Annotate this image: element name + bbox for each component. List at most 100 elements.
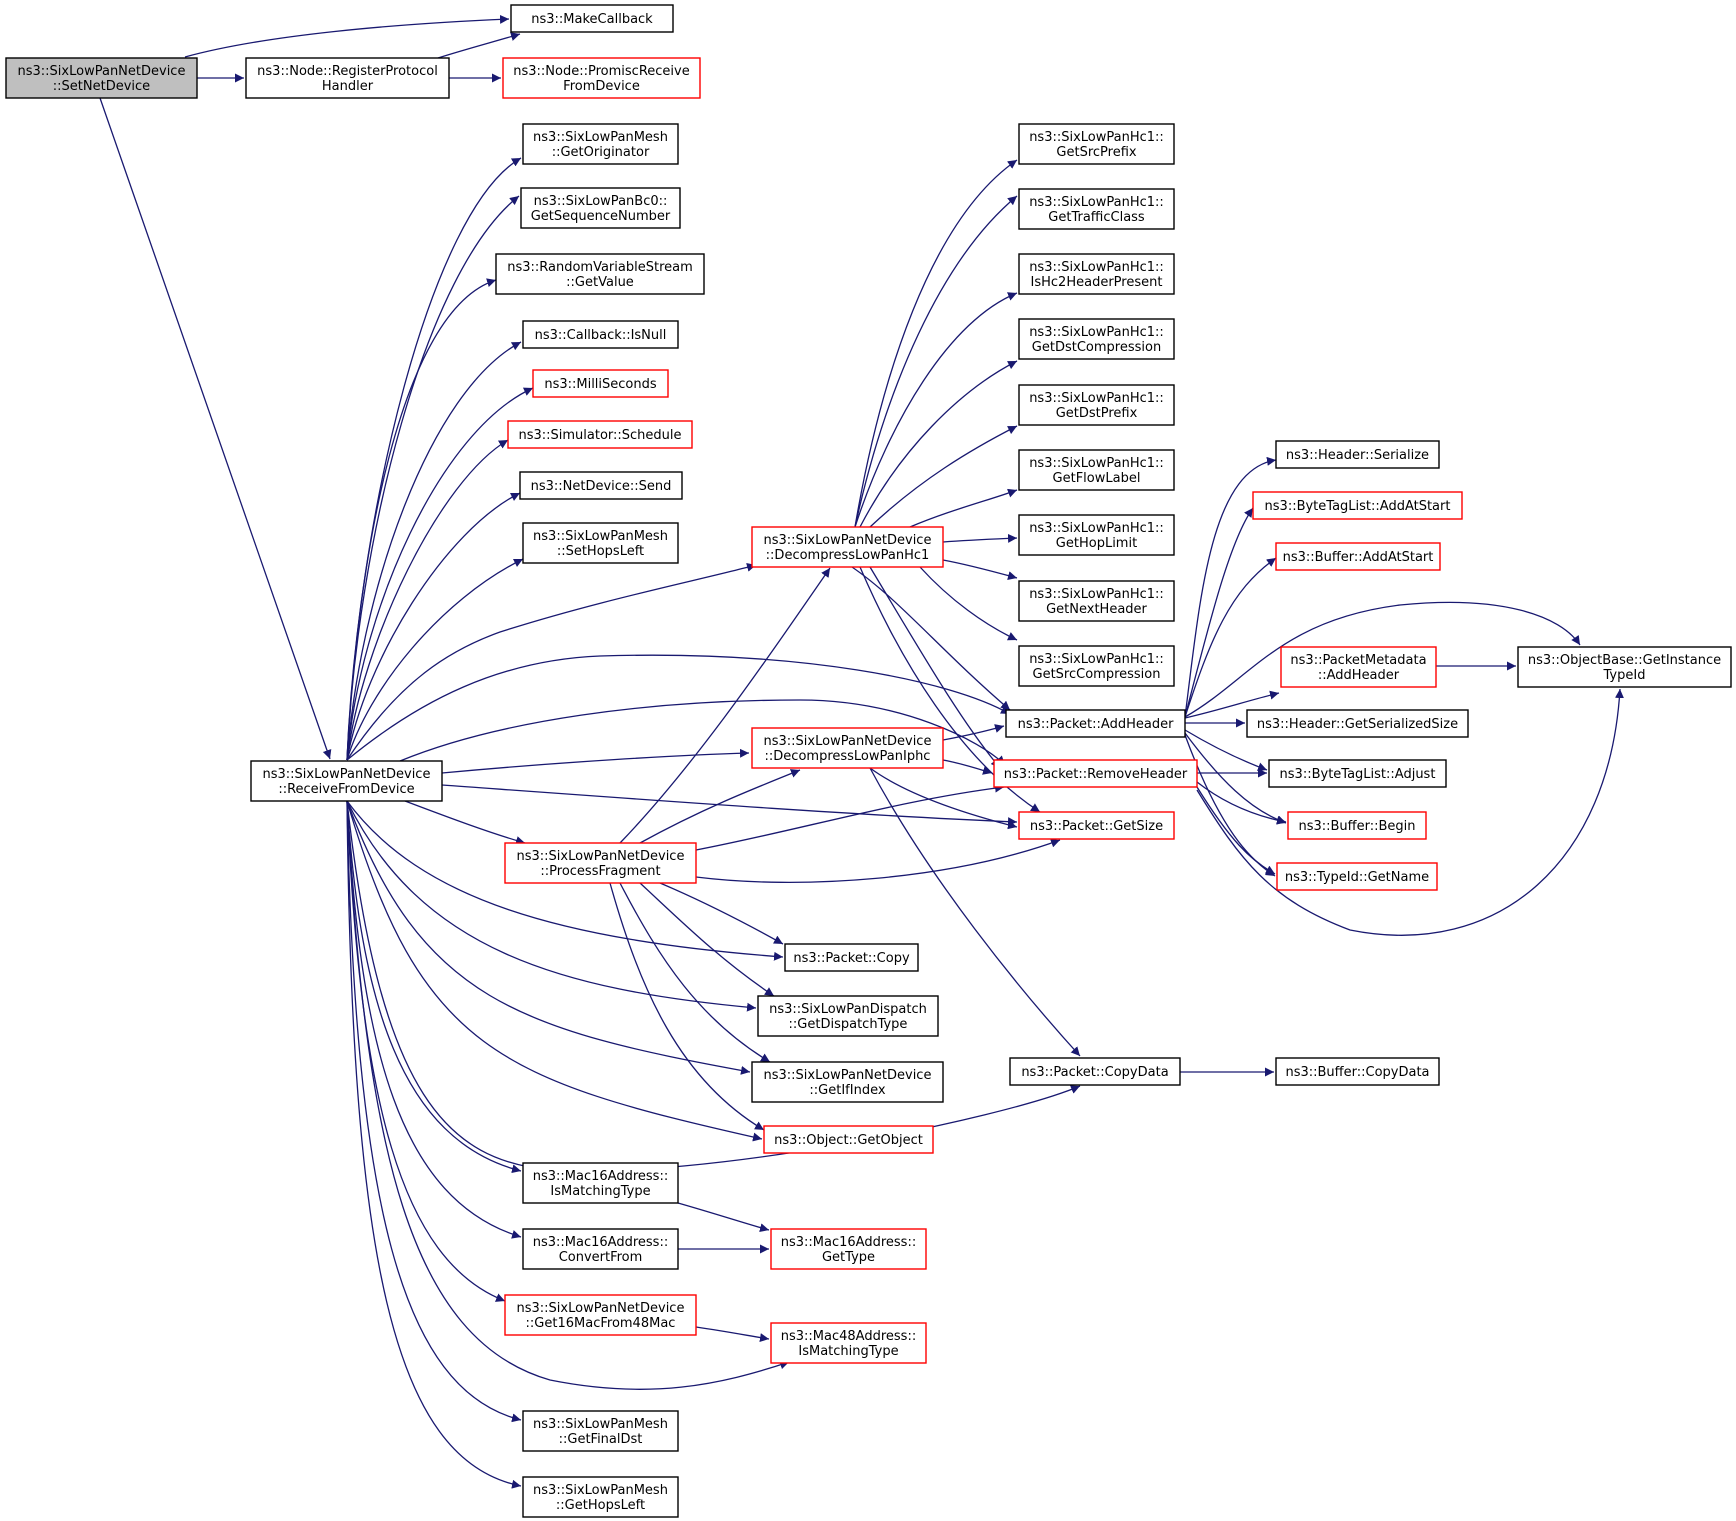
node-label: IsHc2HeaderPresent [1031, 275, 1163, 290]
node-bytetagaddatstart[interactable]: ns3::ByteTagList::AddAtStart [1252, 491, 1463, 520]
node-label: Handler [322, 79, 374, 94]
node-decompressiphc[interactable]: ns3::SixLowPanNetDevice::DecompressLowPa… [751, 727, 944, 769]
node-addheader[interactable]: ns3::Packet::AddHeader [1005, 709, 1186, 738]
node-gethopsleft[interactable]: ns3::SixLowPanMesh::GetHopsLeft [522, 1476, 679, 1518]
node-label: ns3::SixLowPanMesh [533, 130, 668, 145]
node-label: ns3::SixLowPanHc1:: [1029, 260, 1164, 275]
node-label: ::SetNetDevice [53, 79, 150, 94]
node-getsequencenumber[interactable]: ns3::SixLowPanBc0::GetSequenceNumber [520, 187, 681, 229]
call-edge [854, 292, 1018, 528]
node-getsrcprefix[interactable]: ns3::SixLowPanHc1::GetSrcPrefix [1018, 123, 1175, 165]
node-headerserialize[interactable]: ns3::Header::Serialize [1275, 440, 1440, 469]
node-metadataaddheader[interactable]: ns3::PacketMetadata::AddHeader [1280, 646, 1437, 688]
call-edge [695, 838, 1061, 883]
node-box [504, 1294, 697, 1336]
node-label: ns3::Mac16Address:: [533, 1235, 668, 1250]
node-send[interactable]: ns3::NetDevice::Send [519, 471, 683, 500]
node-getserializedsize[interactable]: ns3::Header::GetSerializedSize [1246, 709, 1469, 738]
call-edge [1184, 557, 1277, 718]
node-processfragment[interactable]: ns3::SixLowPanNetDevice::ProcessFragment [504, 842, 697, 884]
node-label: ::Get16MacFrom48Mac [526, 1316, 676, 1331]
node-box [1275, 440, 1440, 469]
node-setnetdevice[interactable]: ns3::SixLowPanNetDevice::SetNetDevice [5, 57, 198, 99]
node-label: ns3::Buffer::Begin [1298, 819, 1415, 834]
node-getflowlabel[interactable]: ns3::SixLowPanHc1::GetFlowLabel [1018, 449, 1175, 491]
node-removeheader[interactable]: ns3::Packet::RemoveHeader [993, 759, 1198, 788]
node-box [1018, 580, 1175, 622]
node-label: ::DecompressLowPanHc1 [766, 548, 930, 563]
node-label: IsMatchingType [550, 1184, 650, 1199]
node-bufferaddatstart[interactable]: ns3::Buffer::AddAtStart [1275, 542, 1441, 571]
node-label: ns3::SixLowPanBc0:: [534, 194, 668, 209]
node-label: ::GetDispatchType [789, 1017, 908, 1032]
node-label: ns3::SixLowPanNetDevice [764, 533, 932, 548]
node-box [1018, 384, 1175, 426]
node-m16gettype[interactable]: ns3::Mac16Address::GetType [770, 1228, 927, 1270]
node-makecallback[interactable]: ns3::MakeCallback [510, 4, 674, 33]
call-edge [99, 97, 332, 760]
node-gettrafficclass[interactable]: ns3::SixLowPanHc1::GetTrafficClass [1018, 188, 1175, 230]
call-edge [346, 800, 1081, 1172]
node-typeidgetname[interactable]: ns3::TypeId::GetName [1276, 862, 1438, 891]
node-getnextheader[interactable]: ns3::SixLowPanHc1::GetNextHeader [1018, 580, 1175, 622]
call-edge [184, 14, 510, 58]
node-bytetagadjust[interactable]: ns3::ByteTagList::Adjust [1268, 759, 1447, 788]
node-label: ns3::SixLowPanNetDevice [263, 767, 431, 782]
call-edge [346, 800, 522, 1423]
call-edge [859, 566, 1041, 813]
node-copydata[interactable]: ns3::Packet::CopyData [1009, 1057, 1181, 1086]
node-label: GetDstPrefix [1056, 406, 1138, 421]
node-m16ismatching[interactable]: ns3::Mac16Address::IsMatchingType [522, 1162, 679, 1204]
node-getdstprefix[interactable]: ns3::SixLowPanHc1::GetDstPrefix [1018, 384, 1175, 426]
call-edge [346, 800, 522, 1239]
node-box [770, 1322, 927, 1364]
node-label: ns3::TypeId::GetName [1285, 870, 1429, 885]
node-buffercopydata[interactable]: ns3::Buffer::CopyData [1275, 1057, 1440, 1086]
node-sethopsleft[interactable]: ns3::SixLowPanMesh::SetHopsLeft [522, 522, 679, 564]
call-edge [346, 562, 757, 761]
node-getdstcompression[interactable]: ns3::SixLowPanHc1::GetDstCompression [1018, 318, 1175, 360]
node-box [245, 57, 450, 99]
node-getsize[interactable]: ns3::Packet::GetSize [1018, 811, 1175, 840]
node-getifindex[interactable]: ns3::SixLowPanNetDevice::GetIfIndex [751, 1061, 944, 1103]
call-edge [869, 566, 1001, 769]
node-packetcopy[interactable]: ns3::Packet::Copy [784, 943, 919, 972]
node-receivefromdevice[interactable]: ns3::SixLowPanNetDevice::ReceiveFromDevi… [250, 760, 443, 802]
node-bufferbegin[interactable]: ns3::Buffer::Begin [1287, 811, 1427, 840]
node-m48ismatching[interactable]: ns3::Mac48Address::IsMatchingType [770, 1322, 927, 1364]
node-decompresshc1[interactable]: ns3::SixLowPanNetDevice::DecompressLowPa… [751, 526, 944, 568]
node-box [757, 995, 939, 1037]
node-label: IsMatchingType [798, 1344, 898, 1359]
node-schedule[interactable]: ns3::Simulator::Schedule [507, 420, 693, 449]
call-edge [346, 800, 790, 1390]
node-box [5, 57, 198, 99]
node-getfinaldst[interactable]: ns3::SixLowPanMesh::GetFinalDst [522, 1410, 679, 1452]
node-milliseconds[interactable]: ns3::MilliSeconds [532, 369, 669, 398]
node-box [1252, 491, 1463, 520]
node-getsrccompression[interactable]: ns3::SixLowPanHc1::GetSrcCompression [1018, 645, 1175, 687]
node-m16convertfrom[interactable]: ns3::Mac16Address::ConvertFrom [522, 1228, 679, 1270]
node-label: ns3::NetDevice::Send [531, 479, 672, 494]
node-getvalue[interactable]: ns3::RandomVariableStream::GetValue [495, 253, 705, 295]
call-edge [869, 767, 1081, 1057]
node-ishc2[interactable]: ns3::SixLowPanHc1::IsHc2HeaderPresent [1018, 253, 1175, 295]
node-getobject[interactable]: ns3::Object::GetObject [763, 1125, 934, 1154]
node-gethoplimit[interactable]: ns3::SixLowPanHc1::GetHopLimit [1018, 514, 1175, 556]
call-edge [346, 654, 1011, 761]
call-edge [346, 157, 522, 761]
call-edge [346, 800, 522, 1174]
node-box [522, 1162, 679, 1204]
node-label: ns3::SixLowPanHc1:: [1029, 652, 1164, 667]
edges [99, 14, 1624, 1489]
node-getdispatchtype[interactable]: ns3::SixLowPanDispatch::GetDispatchType [757, 995, 939, 1037]
node-label: ns3::Mac16Address:: [533, 1169, 668, 1184]
node-get16mac[interactable]: ns3::SixLowPanNetDevice::Get16MacFrom48M… [504, 1294, 697, 1336]
node-isnull[interactable]: ns3::Callback::IsNull [522, 320, 679, 349]
call-edge [1196, 781, 1287, 825]
node-getoriginator[interactable]: ns3::SixLowPanMesh::GetOriginator [522, 123, 679, 165]
call-edge [399, 699, 1006, 766]
node-box [1268, 759, 1447, 788]
